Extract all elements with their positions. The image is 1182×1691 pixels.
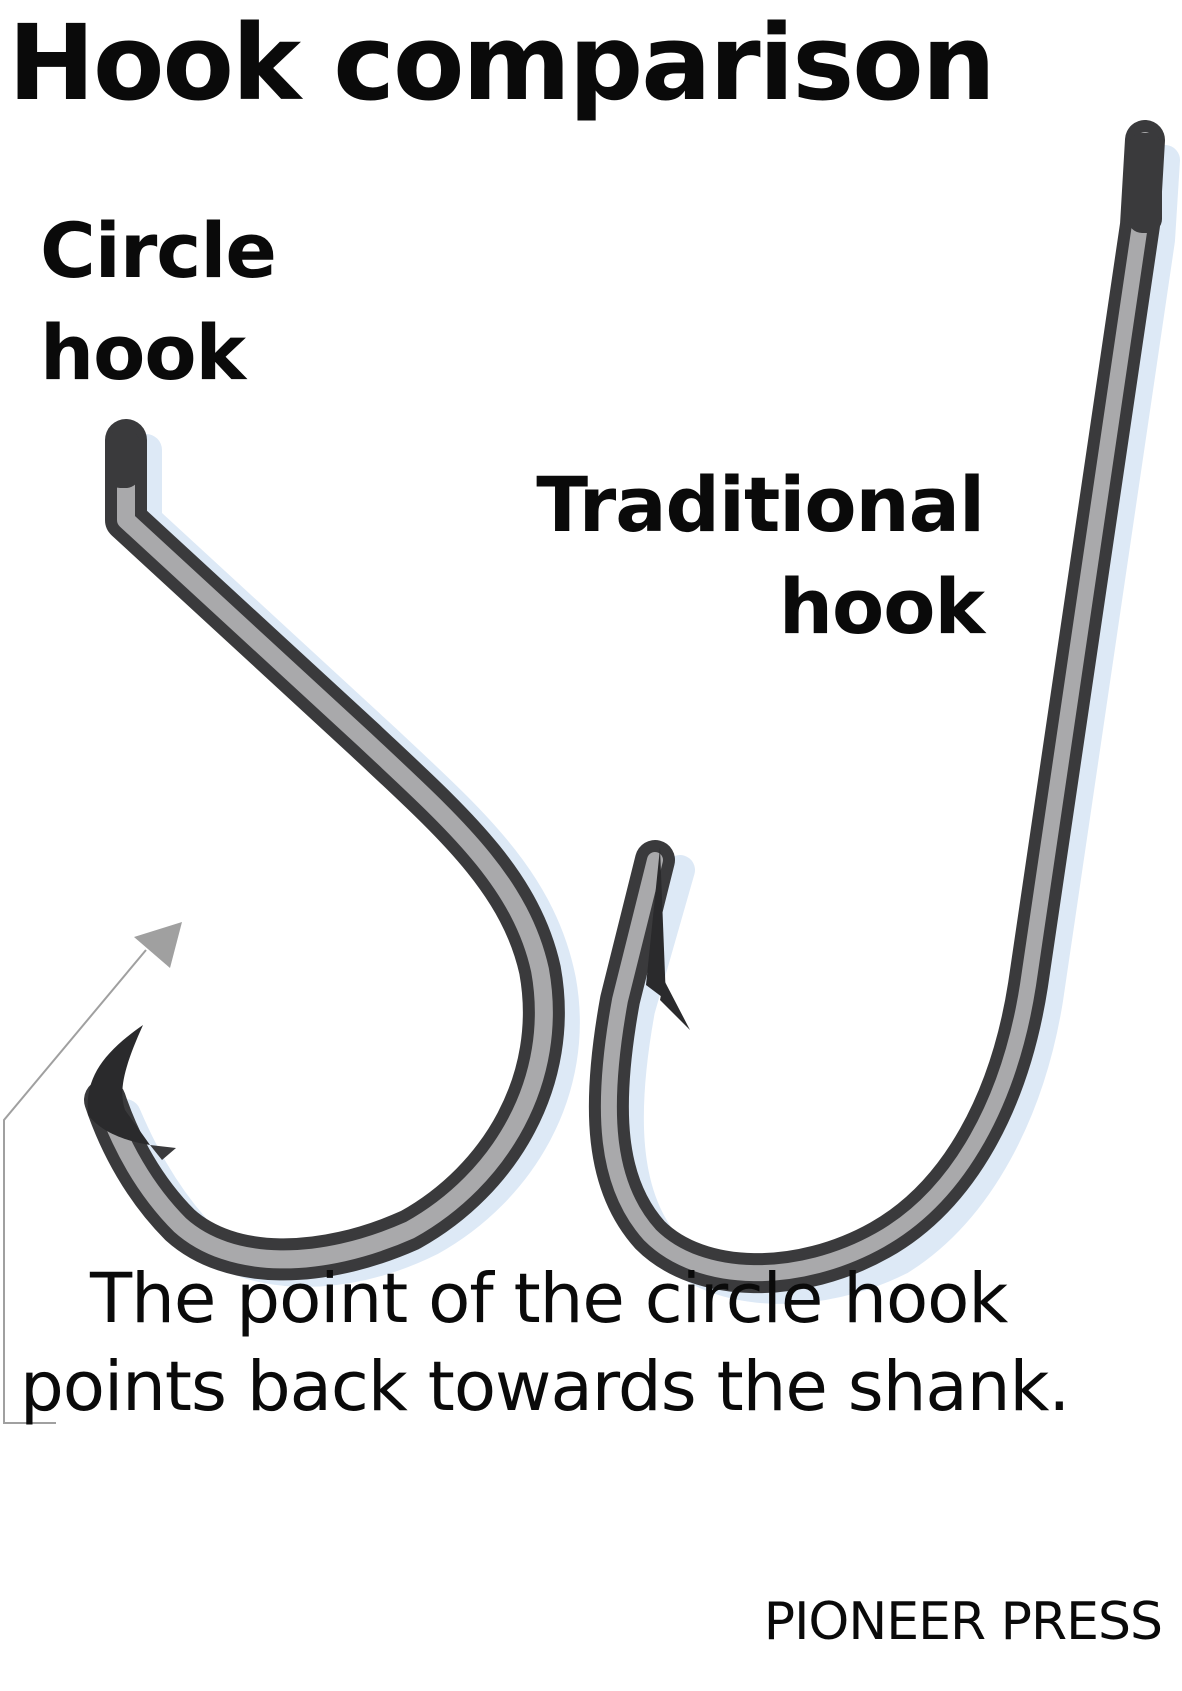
traditional-hook-label: Traditional hook — [536, 454, 985, 658]
circle-hook-label-line1: Circle — [40, 206, 277, 295]
traditional-hook-label-line2: hook — [778, 562, 985, 651]
traditional-hook-label-line1: Traditional — [536, 460, 985, 549]
circle-hook-label-line2: hook — [40, 308, 246, 397]
circle-hook-label: Circle hook — [40, 200, 277, 404]
caption-line2: points back towards the shank. — [20, 1347, 1070, 1427]
caption-line1: The point of the circle hook — [90, 1259, 1008, 1339]
page-title: Hook comparison — [8, 2, 996, 124]
callout-arrow — [3, 922, 182, 1424]
caption: The point of the circle hook points back… — [20, 1255, 1170, 1431]
traditional-hook — [588, 120, 1165, 1294]
credit: PIONEER PRESS — [763, 1592, 1163, 1652]
circle-hook — [84, 419, 565, 1281]
